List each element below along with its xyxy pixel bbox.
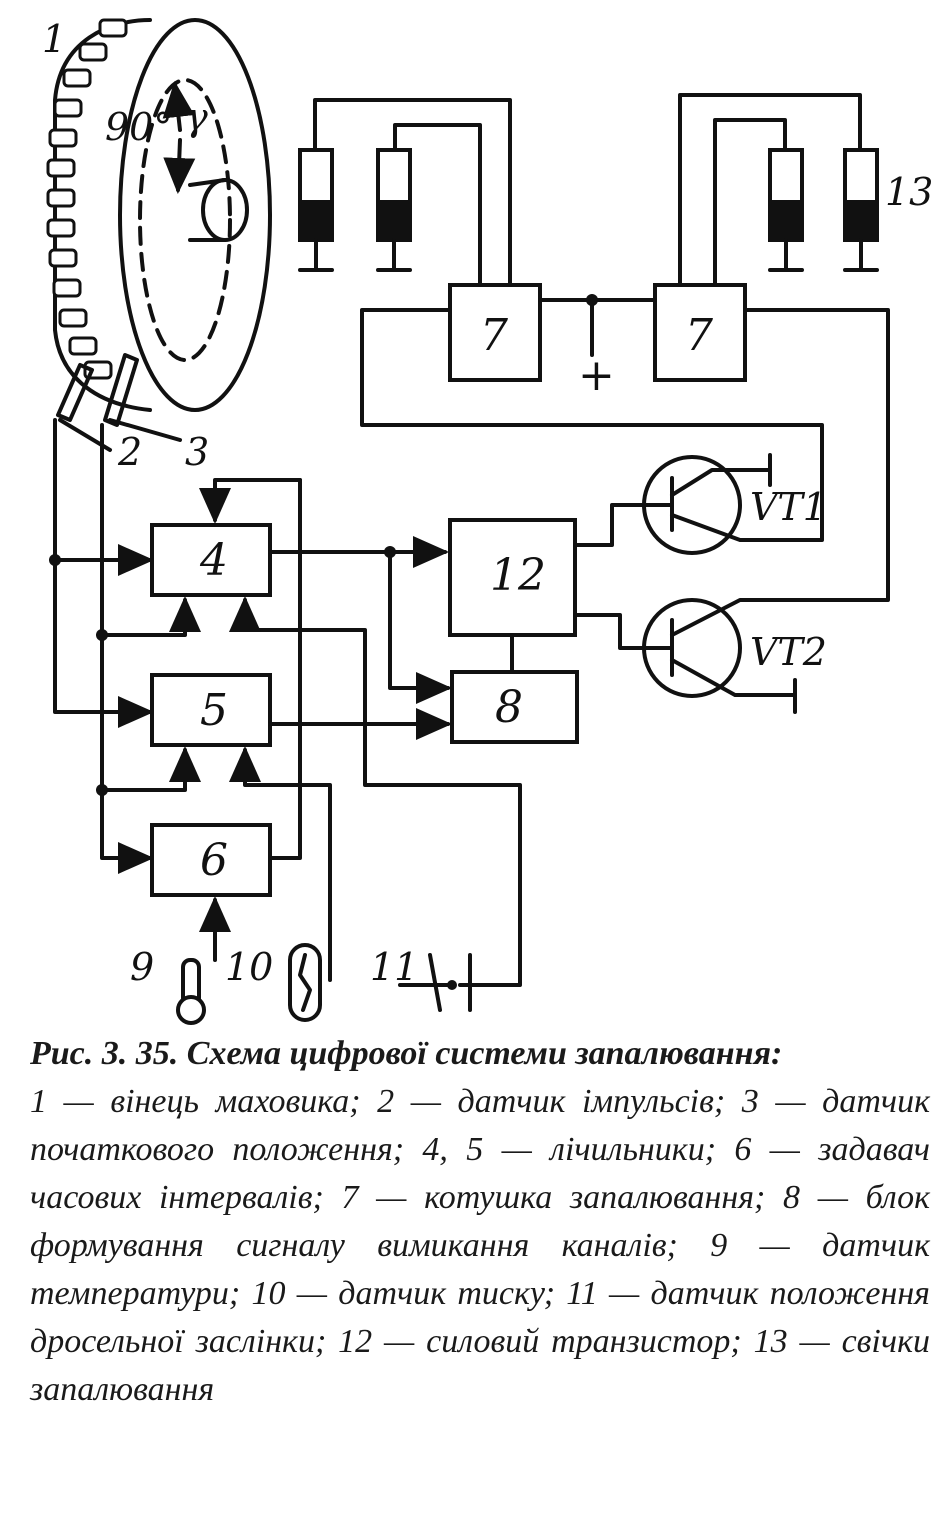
spark-plugs-left bbox=[298, 98, 512, 287]
transistor-vt2 bbox=[573, 308, 890, 714]
label-spark-plugs: 13 bbox=[885, 170, 933, 214]
label-pulse-sensor: 2 bbox=[117, 430, 142, 474]
label-vt2: VT2 bbox=[750, 630, 827, 674]
ignition-coil-right bbox=[653, 283, 747, 382]
flywheel-ring bbox=[46, 18, 272, 412]
label-power-transistor: 12 bbox=[490, 550, 546, 601]
ignition-schematic: 1 90° γ 2 3 4 5 6 12 8 VT1 bbox=[42, 17, 933, 1025]
temperature-sensor-9 bbox=[176, 958, 206, 1025]
label-shutdown-signal-block: 8 bbox=[495, 682, 523, 733]
counter-block-5 bbox=[150, 673, 272, 747]
shutdown-signal-block-8 bbox=[450, 670, 579, 744]
spark-plugs-right bbox=[678, 93, 879, 287]
caption-title: Рис. 3. 35. Схема цифрової системи запал… bbox=[30, 1035, 783, 1072]
label-pressure-sensor: 10 bbox=[225, 945, 273, 989]
label-time-interval-setter: 6 bbox=[200, 835, 228, 886]
power-transistor-block-12 bbox=[448, 518, 577, 637]
label-counter-b: 5 bbox=[200, 685, 228, 736]
label-temperature-sensor: 9 bbox=[130, 945, 154, 989]
throttle-sensor-11 bbox=[398, 953, 472, 1012]
label-ignition-coil-right: 7 bbox=[685, 310, 713, 361]
label-ignition-coil-left: 7 bbox=[480, 310, 508, 361]
figure-caption: Рис. 3. 35. Схема цифрової системи запал… bbox=[30, 1030, 930, 1414]
caption-body: 1 — вінець маховика; 2 — датчик імпульсі… bbox=[30, 1083, 930, 1408]
label-angle: 90° bbox=[105, 105, 172, 149]
label-counter-a: 4 bbox=[199, 535, 228, 586]
pressure-sensor-10 bbox=[288, 943, 322, 1022]
counter-block-4 bbox=[150, 523, 272, 597]
label-throttle-sensor: 11 bbox=[370, 945, 418, 989]
ignition-coil-left bbox=[448, 283, 542, 382]
label-plus: + bbox=[578, 350, 615, 401]
time-interval-block-6 bbox=[150, 823, 272, 897]
label-gamma: γ bbox=[185, 95, 208, 139]
label-vt1: VT1 bbox=[750, 485, 827, 529]
sensor-probes bbox=[56, 353, 139, 427]
label-initial-position-sensor: 3 bbox=[185, 430, 209, 474]
label-flywheel: 1 bbox=[42, 17, 66, 61]
transistor-vt1 bbox=[360, 308, 824, 555]
